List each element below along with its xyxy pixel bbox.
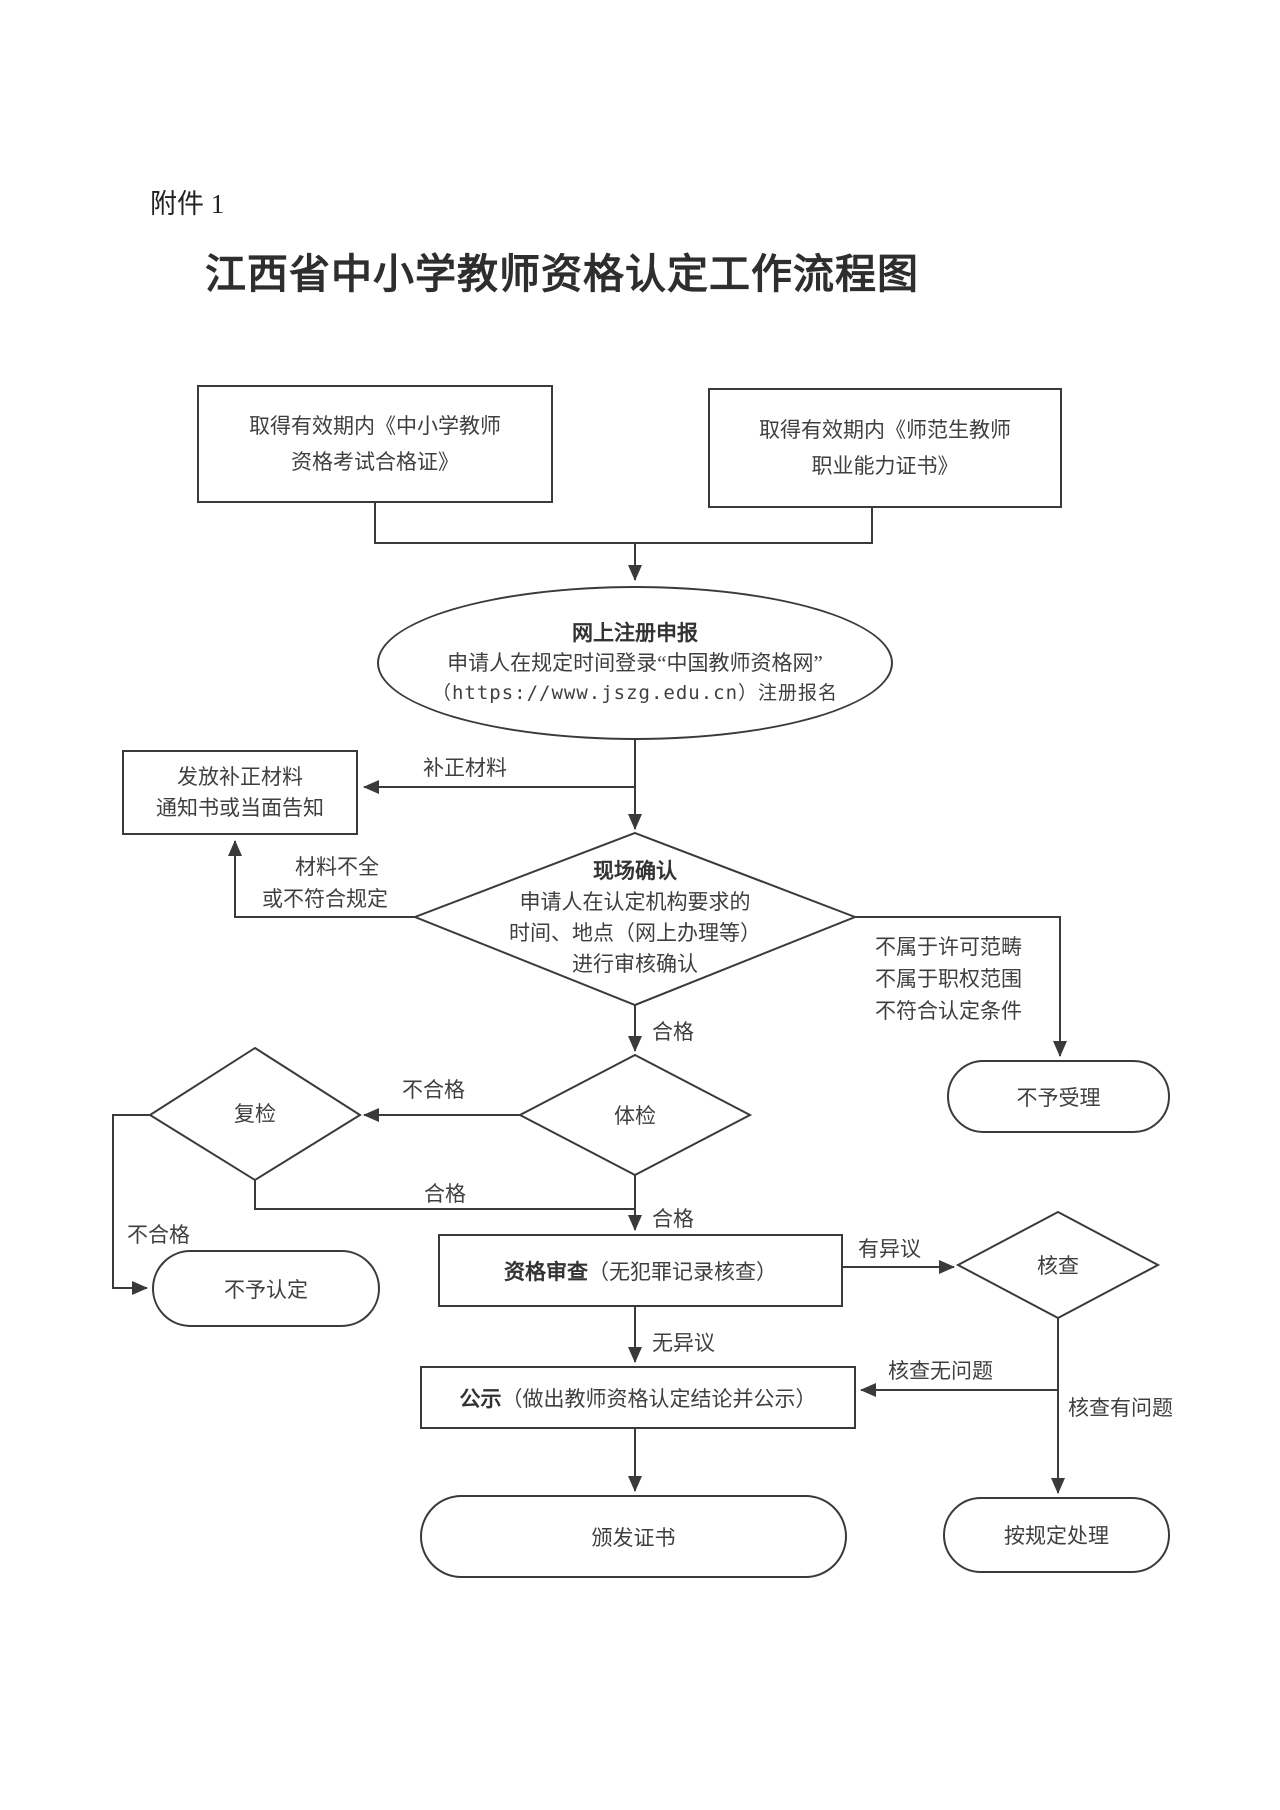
node-publicity-title: 公示 [459,1386,502,1411]
node-exam-certificate-line2: 资格考试合格证》 [291,450,459,474]
node-online-registration: 网上注册申报 申请人在规定时间登录“中国教师资格网” （https://www.… [377,586,893,740]
attachment-label: 附件 1 [150,189,225,219]
edge-recheck-pass [254,1180,635,1210]
edge-label-reject-reason-3: 不符合认定条件 [875,999,1022,1023]
node-qualification-review-title: 资格审查 [504,1259,588,1284]
node-normal-student-certificate: 取得有效期内《师范生教师 职业能力证书》 [708,388,1062,508]
edge-label-material-incomplete-1: 材料不全 [295,855,379,879]
onsite-confirm-desc2: 时间、地点（网上办理等） [509,921,761,945]
node-reject-recognition: 不予认定 [152,1250,380,1327]
onsite-confirm-title: 现场确认 [593,859,677,883]
node-correction-notice: 发放补正材料 通知书或当面告知 [122,750,358,835]
edge-label-material-incomplete-2: 或不符合规定 [262,887,388,911]
node-online-registration-title: 网上注册申报 [572,621,698,645]
node-online-registration-desc2: （https://www.jszg.edu.cn）注册报名 [431,682,839,704]
node-correction-notice-line2: 通知书或当面告知 [156,795,324,820]
physical-exam-label: 体检 [614,1104,656,1128]
onsite-confirm-desc1: 申请人在认定机构要求的 [519,890,751,914]
node-normal-student-certificate-line1: 取得有效期内《师范生教师 [759,418,1011,442]
edge-label-correction-material: 补正材料 [423,756,507,780]
edge-label-confirm-pass: 合格 [652,1020,694,1044]
edge-label-has-objection: 有异议 [858,1237,921,1261]
edge-label-recheck-pass: 合格 [424,1182,466,1206]
edge-label-exam-pass: 合格 [652,1207,694,1231]
node-exam-certificate: 取得有效期内《中小学教师 资格考试合格证》 [197,385,553,503]
edge-label-exam-fail: 不合格 [402,1078,465,1102]
node-correction-notice-line1: 发放补正材料 [177,764,303,789]
page-title: 江西省中小学教师资格认定工作流程图 [205,251,919,297]
node-qualification-review-suffix: （无犯罪记录核查） [588,1259,777,1284]
node-handle-per-rules: 按规定处理 [943,1497,1170,1573]
edge-label-reject-reason-2: 不属于职权范围 [875,967,1022,991]
node-normal-student-certificate-line2: 职业能力证书》 [811,454,959,478]
node-issue-certificate-label: 颁发证书 [591,1525,676,1550]
edge-incomplete-to-notice [228,840,415,918]
verification-label: 核查 [1037,1254,1079,1278]
physical-exam-diamond [517,1053,753,1177]
edge-to-reject-accept [855,916,1067,1057]
recheck-diamond [148,1046,362,1182]
node-issue-certificate: 颁发证书 [420,1495,847,1578]
edge-label-verify-has-problem: 核查有问题 [1068,1396,1173,1420]
recheck-label: 复检 [234,1102,276,1126]
onsite-confirm-diamond [412,831,858,1007]
node-reject-accept-label: 不予受理 [1016,1085,1101,1110]
node-exam-certificate-line1: 取得有效期内《中小学教师 [249,414,501,438]
onsite-confirm-text: 现场确认 申请人在认定机构要求的 时间、地点（网上办理等） 进行审核确认 [435,850,835,986]
edge-label-reject-reason-1: 不属于许可范畴 [875,935,1022,959]
node-reject-accept: 不予受理 [947,1060,1170,1133]
node-online-registration-desc1: 申请人在规定时间登录“中国教师资格网” [447,651,823,675]
edge-label-recheck-fail: 不合格 [127,1223,190,1247]
node-publicity-suffix: （做出教师资格认定结论并公示） [501,1386,817,1411]
node-qualification-review: 资格审查（无犯罪记录核查） [438,1234,843,1307]
edge-label-no-objection: 无异议 [652,1331,715,1355]
node-publicity: 公示（做出教师资格认定结论并公示） [420,1366,856,1429]
onsite-confirm-desc3: 进行审核确认 [572,952,698,976]
verification-diamond [955,1210,1161,1320]
edge-label-verify-no-problem: 核查无问题 [888,1359,993,1383]
edge-recheck-fail [112,1114,150,1295]
node-reject-recognition-label: 不予认定 [224,1277,308,1302]
edge-top-merge [374,503,873,581]
node-handle-per-rules-label: 按规定处理 [1004,1524,1109,1548]
